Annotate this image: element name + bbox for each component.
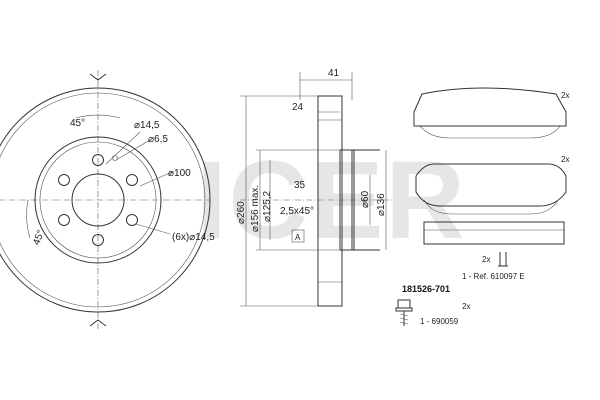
dia-inner-label: ⌀60 xyxy=(360,190,371,208)
pcd-label: ⌀100 xyxy=(168,168,191,179)
disc-front-view: 45° 45° ⌀14,5 ⌀6,5 ⌀100 (6x)⌀14,5 xyxy=(0,70,215,330)
angle-top-label: 45° xyxy=(70,118,85,129)
width-disc-label: 24 xyxy=(292,102,304,113)
angle-left-label: 45° xyxy=(31,229,47,247)
kit-info: 181526-701 2x 1 - 690059 xyxy=(395,284,470,326)
pad-top-qty: 2x xyxy=(561,91,569,100)
dia-hat-max-label: ⌀156 max. xyxy=(250,185,261,232)
dia-outer-label: ⌀260 xyxy=(236,201,247,224)
pad-ref-label: 1 - Ref. 610097 E xyxy=(462,272,525,281)
hole-dia-a-label: ⌀14,5 xyxy=(134,120,160,131)
brake-pads: 2x 2x 2x 1 - Ref. 610097 E xyxy=(413,87,569,281)
bolt-qty: 2x xyxy=(462,302,470,311)
bolt-holes-label: (6x)⌀14,5 xyxy=(172,232,215,243)
disc-section-view: 41 24 ⌀260 ⌀156 max. ⌀125,2 35 2,5x45° A… xyxy=(236,68,392,307)
dia-center-label: ⌀125,2 xyxy=(262,191,273,222)
icer-watermark: ICER xyxy=(196,139,467,262)
watermark-text: ICER xyxy=(196,139,467,262)
hole-dia-b-label: ⌀6,5 xyxy=(148,134,168,145)
clip-qty: 2x xyxy=(482,255,490,264)
chamfer-label: 2,5x45° xyxy=(280,206,314,217)
bolt-ref-label: 1 - 690059 xyxy=(420,317,459,326)
section-a-label: A xyxy=(295,233,301,242)
dia-hub-label: ⌀136 xyxy=(376,193,387,216)
part-number: 181526-701 xyxy=(402,284,450,294)
bolt-icon xyxy=(395,299,413,326)
width-total-label: 41 xyxy=(328,68,340,79)
height-hat-label: 35 xyxy=(294,180,306,191)
pad-mid-qty: 2x xyxy=(561,155,569,164)
